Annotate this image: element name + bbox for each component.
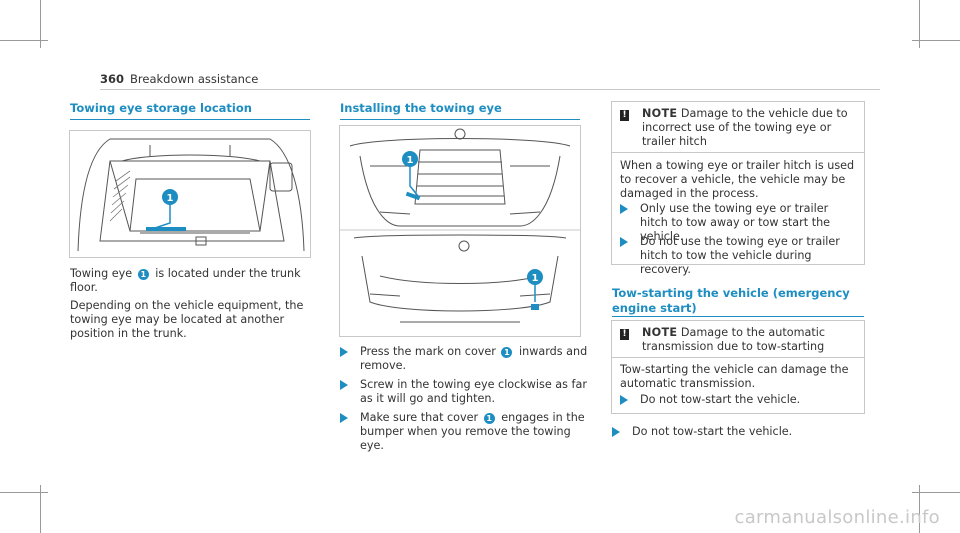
callout-marker [402, 151, 418, 167]
note-step-1: Only use the towing eye or trailer hitch… [620, 202, 855, 244]
step-arrow-icon [340, 380, 348, 390]
note-heading: NOTE Damage to the automatic transmissio… [642, 326, 857, 354]
final-step: Do not tow-start the vehicle. [612, 425, 864, 439]
watermark: carmanualsonline.info [734, 507, 940, 528]
note-body: When a towing eye or trailer hitch is us… [620, 159, 855, 200]
step-arrow-icon [340, 413, 348, 423]
bumper-figure: 1 1 [339, 125, 581, 337]
callout-marker [527, 269, 543, 285]
step-arrow-icon [620, 395, 628, 405]
install-step-3-start: Make sure that cover [360, 411, 479, 424]
note-step-1-text: Do not tow-start the vehicle. [640, 393, 801, 406]
step-arrow-icon [620, 204, 628, 214]
callout-label: 1 [167, 193, 174, 204]
step-arrow-icon [620, 237, 628, 247]
note-label: NOTE [642, 326, 678, 339]
crop-mark [912, 492, 960, 493]
install-step-1-start: Press the mark on cover [360, 345, 496, 358]
trunk-figure: 1 [69, 130, 311, 258]
note-heading: NOTE Damage to the vehicle due to incorr… [642, 107, 857, 149]
callout-badge: 1 [501, 347, 513, 358]
installing-title-rule [340, 119, 580, 120]
crop-mark [0, 492, 48, 493]
note-header: ! NOTE Damage to the automatic transmiss… [612, 321, 864, 358]
crop-mark [919, 0, 920, 48]
note-step-2-text: Do not use the towing eye or trailer hit… [640, 235, 840, 276]
crop-mark [40, 485, 41, 533]
trunk-illustration: 1 [77, 138, 305, 252]
storage-p1-start: Towing eye [70, 267, 133, 280]
page-number: 360 [100, 72, 125, 86]
bumper-illustration: 1 1 [340, 128, 580, 323]
install-step-3: Make sure that cover 1 engages in the bu… [340, 411, 595, 453]
page-header: 360 Breakdown assistance [100, 72, 258, 86]
callout-label: 1 [532, 273, 539, 284]
install-step-2-text: Screw in the towing eye clockwise as far… [360, 378, 587, 405]
crop-mark [40, 0, 41, 48]
note-box-transmission: ! NOTE Damage to the automatic transmiss… [611, 320, 865, 414]
crop-mark [912, 40, 960, 41]
towstart-title-rule [612, 316, 864, 317]
section-name: Breakdown assistance [130, 72, 259, 86]
note-step-1-text: Only use the towing eye or trailer hitch… [640, 202, 831, 243]
storage-title-rule [70, 119, 310, 120]
callout-marker [162, 189, 178, 205]
step-arrow-icon [612, 427, 620, 437]
warning-icon: ! [620, 329, 629, 340]
callout-badge: 1 [137, 269, 149, 280]
note-step-1: Do not tow-start the vehicle. [620, 393, 855, 407]
storage-paragraph-1: Towing eye 1 is located under the trunk … [70, 267, 325, 295]
note-heading-text: Damage to the automatic transmission due… [642, 326, 825, 353]
note-header: ! NOTE Damage to the vehicle due to inco… [612, 102, 864, 153]
callout-badge: 1 [483, 413, 495, 424]
storage-paragraph-2: Depending on the vehicle equipment, the … [70, 299, 304, 340]
note-step-2: Do not use the towing eye or trailer hit… [620, 235, 855, 277]
header-divider [100, 89, 880, 90]
install-step-1-end: inwards and remove. [360, 345, 588, 372]
note-label: NOTE [642, 107, 678, 120]
install-step-1: Press the mark on cover 1 inwards and re… [340, 345, 595, 373]
storage-title: Towing eye storage location [70, 101, 252, 115]
note-box-towing: ! NOTE Damage to the vehicle due to inco… [611, 101, 865, 276]
storage-text: Towing eye 1 is located under the trunk … [70, 267, 325, 345]
crop-mark [919, 485, 920, 533]
storage-p1-end: is located under the trunk floor. [70, 267, 301, 294]
install-step-3-end: engages in the bumper when you remove th… [360, 411, 585, 452]
final-step-text: Do not tow-start the vehicle. [632, 425, 793, 438]
callout-label: 1 [407, 155, 414, 166]
install-step-2: Screw in the towing eye clockwise as far… [340, 378, 595, 406]
warning-icon: ! [620, 110, 629, 121]
crop-mark [0, 40, 48, 41]
towstart-title: Tow-starting the vehicle (emergency engi… [612, 286, 850, 315]
step-arrow-icon [340, 347, 348, 357]
note-body: Tow-starting the vehicle can damage the … [620, 363, 849, 390]
installing-title: Installing the towing eye [340, 101, 502, 115]
note-heading-text: Damage to the vehicle due to incorrect u… [642, 107, 848, 148]
